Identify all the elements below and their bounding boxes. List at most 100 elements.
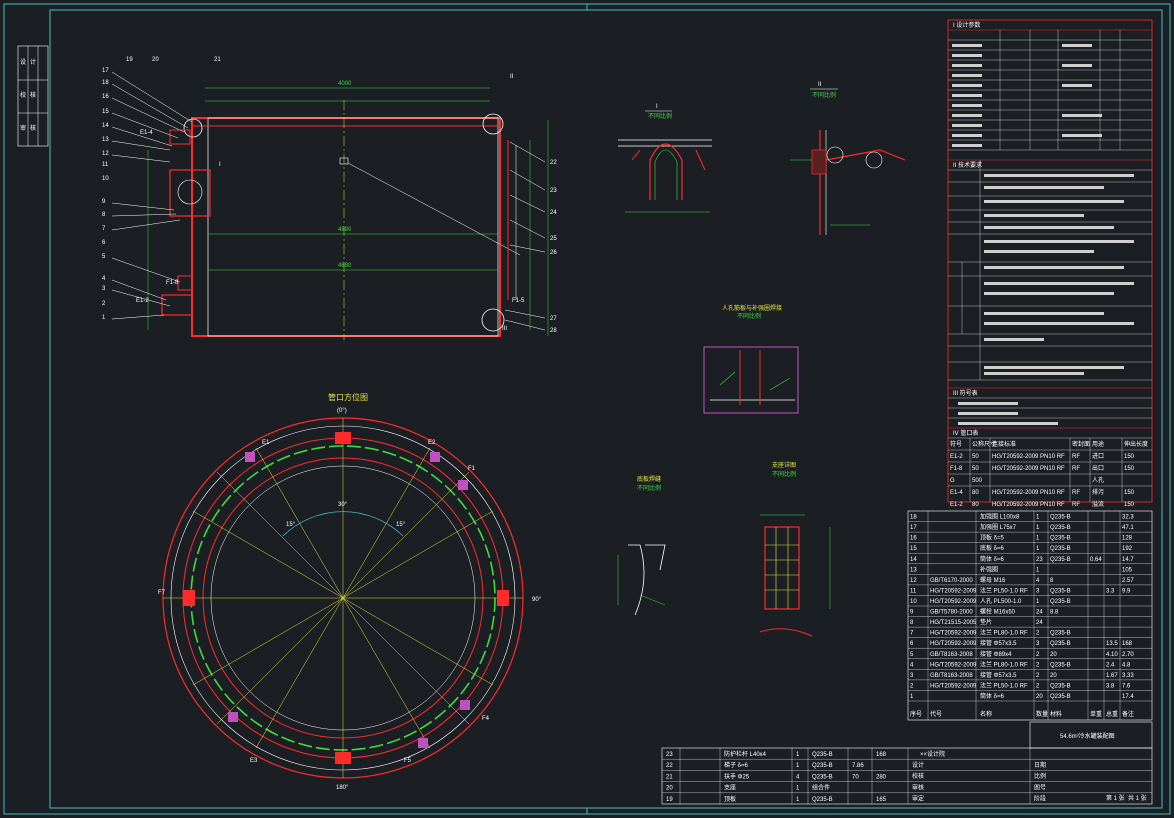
spec-title: I 设计参数: [953, 21, 980, 29]
bom-cell: 3.8: [1106, 683, 1115, 689]
title-row-cell: 20: [666, 786, 673, 792]
title-row-cell: 1: [796, 797, 800, 803]
bom-cell: 18: [910, 515, 917, 521]
callout-6: 6: [102, 240, 106, 246]
plan-nozzle-e2[interactable]: [430, 452, 440, 462]
bom-cell: 2: [1036, 652, 1040, 658]
callout-24: 24: [550, 210, 557, 216]
detail-i-scale: 不同比例: [648, 112, 672, 120]
nozzle-header-cell: 公称尺寸: [972, 440, 996, 448]
detail-i[interactable]: I 不同比例: [618, 104, 712, 213]
plan-marker-f1: F1: [468, 466, 476, 472]
nozzle-cell: E1-2: [950, 502, 963, 508]
bom-cell: GB/T5780-2000: [930, 610, 973, 616]
plan-marker-f5: F5: [404, 758, 412, 764]
nozzle-cell: E1-4: [950, 490, 963, 496]
plan-nozzle-right[interactable]: [497, 590, 509, 606]
bom-cell: 加强圈 L100x8: [980, 513, 1020, 521]
outer-frame: [3, 3, 1171, 815]
nozzle-cell: 溢流: [1092, 500, 1104, 508]
plan-nozzle-bottom[interactable]: [335, 752, 351, 764]
detail-stiffener-scale: 不同比例: [737, 312, 761, 320]
bom-cell: 105: [1122, 567, 1133, 573]
nozzle-cell: 排污: [1092, 488, 1104, 496]
callout-leaders-right: [504, 141, 546, 331]
bom-cell: 7: [910, 631, 914, 637]
bom-cell: 24: [1036, 620, 1043, 626]
plan-nozzle-f4[interactable]: [460, 700, 470, 710]
callout-2: 2: [102, 301, 106, 307]
callout-26: 26: [550, 250, 557, 256]
nozzle-header-cell: 连接标准: [992, 440, 1016, 448]
nozzle-cell: RF: [1072, 466, 1080, 472]
bom-cell: 底板 δ=6: [980, 544, 1005, 552]
detail-circle-i[interactable]: [183, 118, 203, 138]
nozzle-cell: RF: [1072, 490, 1080, 496]
plan-nozzle-e3[interactable]: [228, 712, 238, 722]
spec-section-4: IV 管口表: [953, 429, 978, 437]
nozzle-label-f1-8: F1-8: [166, 280, 179, 286]
detail-ii[interactable]: II 不同比例: [790, 82, 906, 235]
bom-cell: 2.70: [1122, 652, 1134, 658]
plan-label-right: 90°: [532, 597, 542, 603]
detail-circle-iii[interactable]: [481, 308, 505, 332]
bom-cell: 接管 Φ57x3.5: [980, 671, 1017, 679]
bom-cell: GB/T8163-2008: [930, 673, 973, 679]
bom-cell: Q235-B: [1050, 631, 1071, 637]
dim-text-mid: 4880: [338, 227, 352, 233]
plan-nozzle-f1[interactable]: [458, 480, 468, 490]
plan-angle-2: 30°: [338, 502, 348, 508]
nozzle-header-cell: 伸出长度: [1124, 440, 1148, 448]
plan-label-bottom: 180°: [336, 785, 349, 791]
title-row-cell: Q235-B: [812, 797, 833, 803]
detail-foot[interactable]: 底板焊缝 不同比例: [617, 475, 666, 616]
bom-cell: 1: [1036, 546, 1040, 552]
bom-cell: Q235-B: [1050, 641, 1071, 647]
bom-cell: 接管 Φ89x4: [980, 650, 1012, 658]
plan-marker-e3: E3: [250, 758, 258, 764]
bom-cell: 32.3: [1122, 515, 1134, 521]
bom-cell: HG/T20592-2009: [930, 588, 977, 594]
plan-nozzle-f5[interactable]: [418, 738, 428, 748]
bom-cell: 2: [1036, 631, 1040, 637]
side-stamp: 设 计 校 核 审 核: [17, 45, 49, 147]
bom-cell: Q235-B: [1050, 662, 1071, 668]
nozzle-cell: HG/T20592-2009 PN10 RF: [992, 502, 1065, 508]
bom-cell: 1: [1036, 515, 1040, 521]
title-row-cell: 168: [876, 752, 887, 758]
title-label: 图号: [1034, 784, 1046, 791]
detail-stiffener[interactable]: 人孔筋板与补强圈焊接 不同比例: [703, 304, 799, 414]
bom-cell: 20: [1050, 652, 1057, 658]
bom-cell: Q235-B: [1050, 515, 1071, 521]
manhole-nozzle: [169, 169, 211, 217]
bom-cell: 1: [1036, 567, 1040, 573]
bom-cell: 1: [910, 694, 914, 700]
bom-cell: 8: [910, 620, 914, 626]
plan-view[interactable]: 管口方位图 (0°) 15° 30° 15°: [158, 392, 542, 791]
bom-cell: 0.64: [1090, 557, 1102, 563]
bom-header-cell: 名称: [980, 710, 992, 718]
callout-23: 23: [550, 188, 557, 194]
bom-cell: 17: [910, 525, 917, 531]
bom-cell: 47.1: [1122, 525, 1134, 531]
bom-cell: 2: [1036, 673, 1040, 679]
detail-grid[interactable]: 支座详图 不同比例: [759, 461, 831, 637]
detail-circle-ii[interactable]: [482, 113, 504, 135]
bom-header-cell: 序号: [910, 710, 922, 718]
manhole-cover: [177, 179, 203, 205]
plan-nozzle-left[interactable]: [183, 590, 195, 606]
nozzle-cell: 150: [1124, 466, 1135, 472]
bom-cell: 垫片: [980, 618, 992, 626]
plan-angle-1: 15°: [286, 522, 296, 528]
plan-nozzle-top[interactable]: [335, 432, 351, 444]
bom-header-cell: 代号: [930, 710, 942, 718]
bom-cell: Q235-B: [1050, 536, 1071, 542]
bom-cell: 1.67: [1106, 673, 1118, 679]
front-view[interactable]: 4000 4880 4880: [102, 57, 557, 340]
callout-ii: II: [510, 74, 514, 80]
bom-cell: 4.10: [1106, 652, 1118, 658]
bom-cell: 2: [910, 683, 914, 689]
plan-nozzle-e1[interactable]: [245, 452, 255, 462]
